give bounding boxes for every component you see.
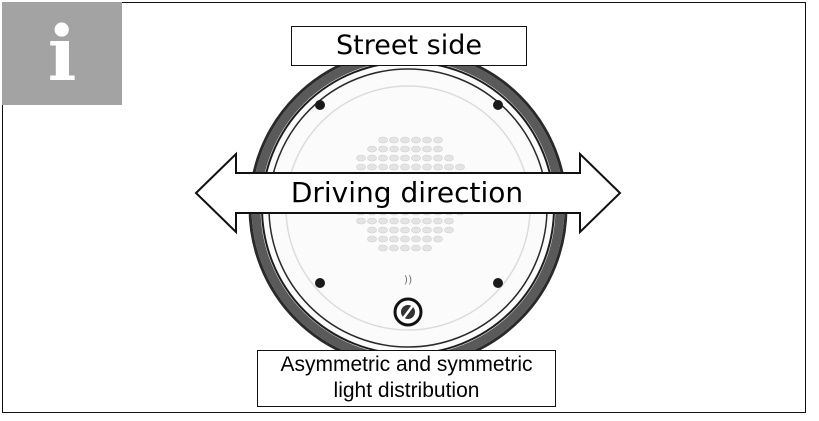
led-dot [389,226,399,234]
led-dot [400,145,410,153]
led-dot [367,154,377,162]
driving-direction-label: Driving direction [290,176,524,209]
led-dot [444,154,454,162]
led-dot [367,217,377,225]
led-dot [367,145,377,153]
led-dot [356,217,366,225]
led-dot [444,217,454,225]
led-dot [389,163,399,171]
led-dot [433,226,443,234]
led-dot [378,226,388,234]
driving-direction-arrow [194,151,622,235]
led-dot [411,226,421,234]
led-dot [400,244,410,252]
led-dot [389,244,399,252]
led-dot [433,217,443,225]
led-dot [378,217,388,225]
led-dot [433,163,443,171]
led-dot [367,163,377,171]
led-dot [422,145,432,153]
screw-bottom-right [493,278,503,288]
street-side-label: Street side [291,26,527,66]
led-dot [356,154,366,162]
led-dot [411,154,421,162]
led-dot [389,235,399,243]
led-dot [378,163,388,171]
led-dot [378,244,388,252]
led-dot [422,226,432,234]
connector-icon [393,297,423,327]
led-dot [356,163,366,171]
led-dot [411,136,421,144]
led-dot [400,235,410,243]
mark-glyph: )) [404,273,413,286]
led-dot [378,154,388,162]
led-dot [411,217,421,225]
led-dot [411,235,421,243]
led-dot [400,226,410,234]
led-dot [400,154,410,162]
led-dot [422,217,432,225]
light-distribution-line-2: light distribution [333,379,480,402]
screw-top-left [315,100,325,110]
led-dot [367,226,377,234]
screw-top-right [493,100,503,110]
led-dot [455,163,465,171]
led-dot [444,226,454,234]
led-dot [433,235,443,243]
led-dot [433,145,443,153]
led-dot [378,136,388,144]
led-dot [422,244,432,252]
led-dot [422,154,432,162]
led-dot [422,163,432,171]
led-dot [433,154,443,162]
led-dot [378,235,388,243]
light-distribution-line-1: Asymmetric and symmetric [280,353,533,376]
led-dot [444,163,454,171]
light-distribution-label: Asymmetric and symmetric light distribut… [257,350,556,407]
led-dot [389,136,399,144]
led-dot [367,235,377,243]
led-dot [400,163,410,171]
info-icon-glyph: i [47,8,77,98]
led-dot [389,145,399,153]
led-dot [378,145,388,153]
led-dot [422,235,432,243]
led-dot [411,145,421,153]
led-dot [400,217,410,225]
led-dot [389,154,399,162]
led-dot [400,136,410,144]
led-dot [411,244,421,252]
info-icon: i [2,2,122,105]
led-dot [433,136,443,144]
led-dot [411,163,421,171]
figure-frame [2,2,806,413]
led-dot [389,217,399,225]
screw-bottom-left [315,278,325,288]
led-dot [422,136,432,144]
